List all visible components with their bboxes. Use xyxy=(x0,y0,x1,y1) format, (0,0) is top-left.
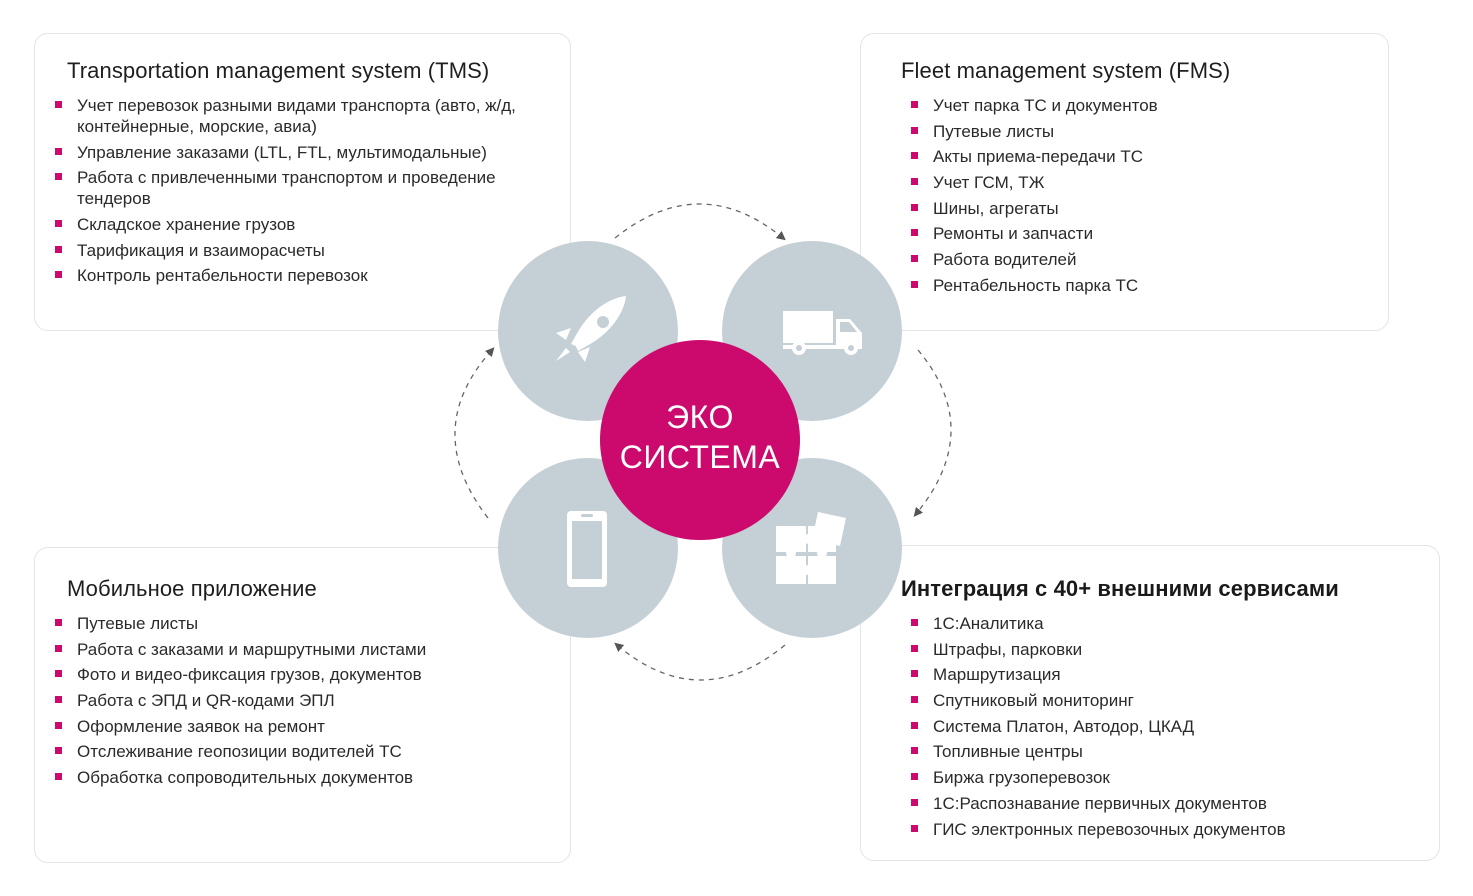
fms-item: Путевые листы xyxy=(911,121,1158,142)
rocket-icon xyxy=(556,296,626,362)
mobile-item: Отслеживание геопозиции водителей ТС xyxy=(54,741,426,762)
integration-item: Биржа грузоперевозок xyxy=(911,767,1286,788)
fms-item: Рентабельность парка ТС xyxy=(911,275,1158,296)
center-circle xyxy=(600,340,800,540)
tms-item: Тарификация и взаиморасчеты xyxy=(55,240,547,261)
cycle-arrow-bottom xyxy=(614,642,786,681)
tms-title: Transportation management system (TMS) xyxy=(67,58,490,83)
mobile-item: Путевые листы xyxy=(54,613,426,634)
fms-item: Учет парка ТС и документов xyxy=(911,96,1158,115)
integration-item: 1С:Аналитика xyxy=(911,613,1286,634)
tms-card: Transportation management system (TMS) У… xyxy=(34,33,571,331)
tms-item: Управление заказами (LTL, FTL, мультимод… xyxy=(55,142,547,163)
integration-item: Штрафы, парковки xyxy=(911,639,1286,660)
fms-title: Fleet management system (FMS) xyxy=(901,58,1231,83)
center-label-line2: СИСТЕМА xyxy=(619,439,781,475)
fms-item: Акты приема-передачи ТС xyxy=(911,146,1158,167)
tms-item: Контроль рентабельности перевозок xyxy=(55,265,547,286)
mobile-item: Фото и видео-фиксация грузов, документов xyxy=(54,664,426,685)
integration-item: Спутниковый мониторинг xyxy=(911,690,1286,711)
center-label-line1: ЭКО xyxy=(666,399,734,435)
truck-icon xyxy=(783,311,862,355)
integration-item: ГИС электронных перевозочных документов xyxy=(911,819,1286,839)
tms-item: Работа с привлеченными транспортом и про… xyxy=(55,167,547,209)
integration-list: 1С:Аналитика Штрафы, парковки Маршрутиза… xyxy=(911,613,1286,844)
mobile-item: Работа с ЭПД и QR-кодами ЭПЛ xyxy=(54,690,426,711)
fms-item: Шины, агрегаты xyxy=(911,198,1158,219)
integration-item: Система Платон, Автодор, ЦКАД xyxy=(911,716,1286,737)
puzzle-icon xyxy=(776,512,846,584)
mobile-title: Мобильное приложение xyxy=(67,576,317,601)
cycle-arrow-right xyxy=(913,349,952,517)
integration-item: 1С:Распознавание первичных документов xyxy=(911,793,1286,814)
integration-item: Топливные центры xyxy=(911,741,1286,762)
mobile-card: Мобильное приложение Путевые листы Работ… xyxy=(34,547,571,863)
integration-item: Маршрутизация xyxy=(911,664,1286,685)
tms-list: Учет перевозок разными видами транспорта… xyxy=(55,95,547,291)
mobile-item: Обработка сопроводительных документов xyxy=(54,767,426,788)
integration-title: Интеграция с 40+ внешними сервисами xyxy=(901,576,1339,601)
tms-item: Учет перевозок разными видами транспорта… xyxy=(55,95,547,137)
smartphone-icon xyxy=(567,511,607,587)
fms-item: Ремонты и запчасти xyxy=(911,223,1158,244)
cycle-arrow-top xyxy=(614,203,786,241)
mobile-item: Работа с заказами и маршрутными листами xyxy=(54,639,427,659)
mobile-item: Оформление заявок на ремонт xyxy=(54,716,426,737)
fms-list: Учет парка ТС и документов Путевые листы… xyxy=(911,95,1158,301)
fms-card: Fleet management system (FMS) Учет парка… xyxy=(860,33,1389,331)
cycle-arrow-left xyxy=(454,347,495,519)
tms-item: Складское хранение грузов xyxy=(55,214,547,235)
fms-item: Работа водителей xyxy=(911,249,1158,270)
integration-card: Интеграция с 40+ внешними сервисами 1С:А… xyxy=(860,545,1440,861)
fms-item: Учет ГСМ, ТЖ xyxy=(911,172,1158,193)
mobile-list: Путевые листы Работа с заказами и маршру… xyxy=(54,613,427,793)
center-label: ЭКО СИСТЕМА xyxy=(600,397,800,477)
